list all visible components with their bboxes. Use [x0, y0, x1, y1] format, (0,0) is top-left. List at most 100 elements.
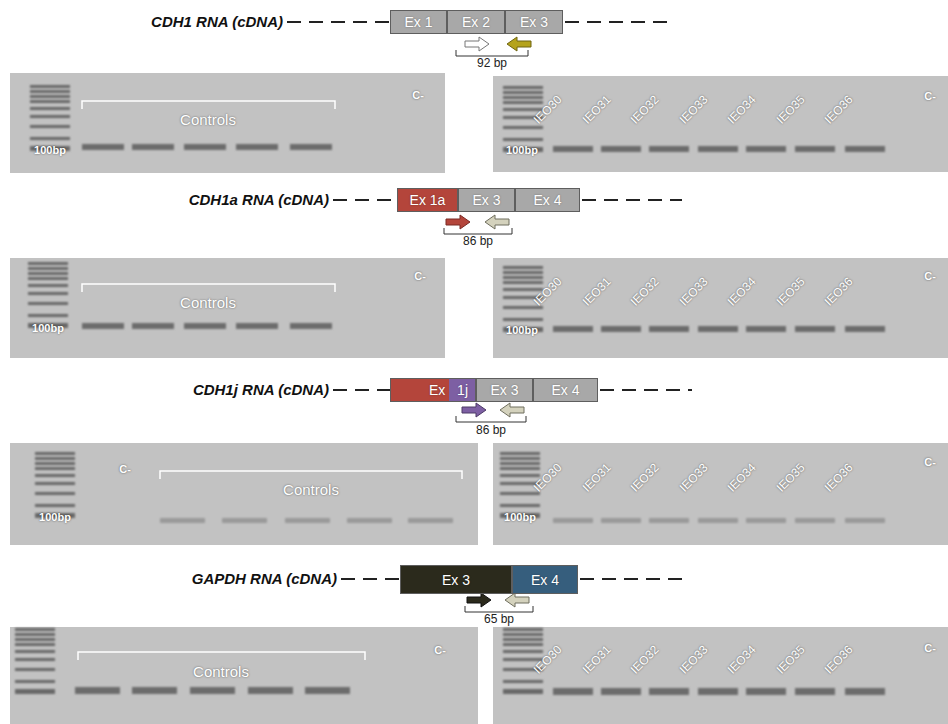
gel-marker-label: C- [434, 644, 446, 656]
exon-label: Ex 3 [490, 382, 518, 398]
exon-label: Ex 1j [429, 382, 468, 398]
exon-label: Ex 3 [472, 192, 500, 208]
transcript-title: CDH1 RNA (cDNA) [151, 14, 283, 31]
gel-ground [10, 258, 445, 358]
controls-bracket [82, 101, 335, 109]
gel-image [493, 76, 948, 172]
forward-primer [467, 593, 491, 607]
gel-image [10, 258, 445, 358]
gel-bands [75, 687, 350, 694]
gel-ground [493, 627, 948, 724]
exon-label: Ex 3 [442, 572, 470, 588]
gel-marker-label: C- [924, 270, 936, 282]
amplicon-size: 65 bp [484, 613, 514, 626]
ladder [35, 452, 75, 518]
gel-marker-label: C- [924, 642, 936, 654]
ladder [15, 628, 55, 694]
forward-primer [462, 403, 486, 417]
exon-label: Ex 4 [551, 382, 579, 398]
amplicon-size: 92 bp [477, 57, 507, 70]
gel-marker-label: 100bp [504, 511, 536, 523]
exon-box: Ex 1 [390, 10, 447, 34]
gel-marker-label: C- [412, 89, 424, 101]
exon-box: Ex 3 [458, 188, 515, 212]
gel-bands [82, 323, 332, 329]
gel-bands [553, 688, 885, 695]
exon-label: Ex 1a [410, 192, 446, 208]
group-label: Controls [193, 664, 249, 681]
gel-image [10, 627, 478, 724]
gel-image [493, 627, 948, 724]
reverse-primer [507, 37, 531, 51]
exon-box: Ex 1j [390, 378, 476, 402]
gel-ground [10, 73, 445, 173]
group-label: Controls [180, 295, 236, 312]
ladder [28, 262, 68, 328]
exon-box: Ex 3 [505, 10, 563, 34]
reverse-primer [500, 403, 524, 417]
transcript-title: GAPDH RNA (cDNA) [192, 571, 337, 588]
transcript-line [341, 578, 400, 580]
exon-label: Ex 1 [404, 14, 432, 30]
amplicon-size: 86 bp [476, 424, 506, 437]
transcript-line [600, 389, 692, 391]
gel-marker-label: 100bp [39, 511, 71, 523]
gel-bands [553, 146, 885, 152]
exon-label: Ex 2 [462, 14, 490, 30]
transcript-line [580, 578, 682, 580]
gel-image [10, 73, 445, 173]
amplicon-bracket [444, 228, 512, 234]
transcript-line [582, 199, 682, 201]
amplicon-bracket [456, 50, 528, 56]
amplicon-size: 86 bp [463, 235, 493, 248]
gel-marker-label: 100bp [506, 144, 538, 156]
ladder [30, 85, 70, 151]
forward-primer [446, 215, 470, 229]
controls-bracket [78, 652, 365, 660]
transcript-title: CDH1a RNA (cDNA) [189, 192, 329, 209]
exon-box: Ex 3 [400, 565, 512, 594]
controls-bracket [160, 471, 462, 479]
gel-image [10, 443, 478, 545]
gel-bands [553, 326, 885, 332]
reverse-primer [505, 593, 529, 607]
exon-label: Ex 4 [533, 192, 561, 208]
gel-ground [10, 443, 478, 545]
gel-image [493, 443, 948, 545]
exon-box: Ex 4 [515, 188, 580, 212]
transcript-line [333, 389, 390, 391]
gel-marker-label: 100bp [506, 324, 538, 336]
gel-marker-label: C- [414, 270, 426, 282]
reverse-primer [485, 215, 509, 229]
exon-box: Ex 3 [476, 378, 533, 402]
gel-marker-label: 100bp [32, 322, 64, 334]
gel-marker-label: C- [119, 463, 131, 475]
group-label: Controls [180, 112, 236, 129]
gel-ground [493, 76, 948, 172]
group-label: Controls [283, 482, 339, 499]
gel-marker-label: 100bp [34, 144, 66, 156]
transcript-line [287, 21, 390, 23]
gel-image [493, 258, 948, 358]
transcript-title: CDH1j RNA (cDNA) [193, 382, 329, 399]
gel-ground [493, 443, 948, 545]
exon-box: Ex 4 [512, 565, 578, 594]
gel-ground [493, 258, 948, 358]
gel-bands [553, 518, 885, 523]
transcript-line [333, 199, 397, 201]
exon-label: Ex 3 [520, 14, 548, 30]
gel-marker-label: C- [924, 456, 936, 468]
transcript-line [565, 21, 668, 23]
gel-bands [82, 144, 332, 150]
exon-box: Ex 1a [397, 188, 458, 212]
controls-bracket [82, 284, 335, 292]
amplicon-bracket [465, 606, 533, 612]
gel-ground [10, 627, 478, 724]
forward-primer [465, 37, 489, 51]
exon-box: Ex 2 [447, 10, 505, 34]
gel-bands [160, 518, 453, 523]
amplicon-bracket [456, 416, 526, 422]
exon-label: Ex 4 [531, 572, 559, 588]
